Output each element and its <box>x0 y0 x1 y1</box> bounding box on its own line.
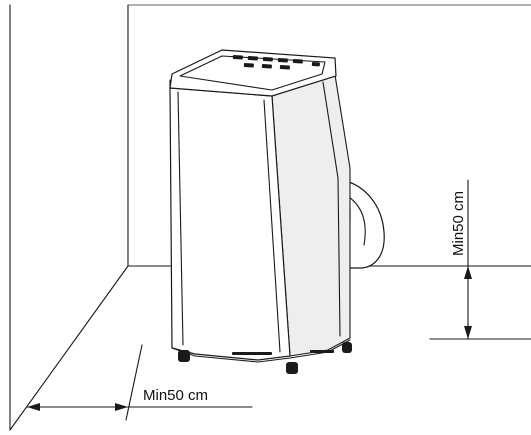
exhaust-housing <box>341 179 385 269</box>
side-clearance-label: Min50 cm <box>143 387 208 404</box>
control-panel <box>232 55 320 70</box>
wall-clearance-label: Min50 cm <box>450 191 467 256</box>
caster-wheels <box>178 342 352 374</box>
side-clearance-dimension: Min50 cm <box>26 344 253 421</box>
wall-clearance-dimension: Min50 cm <box>429 179 531 340</box>
portable-air-conditioner <box>169 49 385 374</box>
